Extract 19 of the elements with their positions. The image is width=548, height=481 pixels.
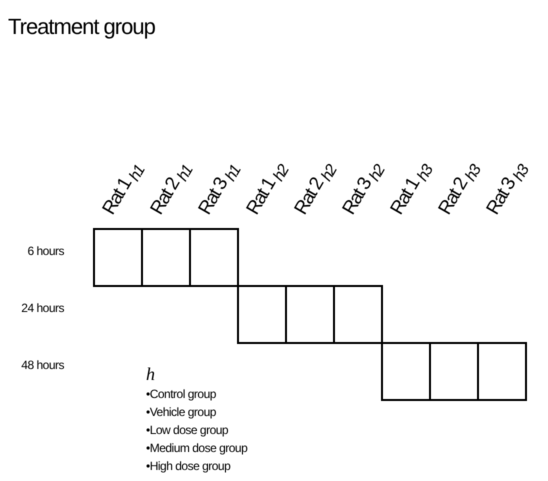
table-cell [93, 228, 143, 287]
table-cell [285, 285, 335, 344]
legend-heading: h [146, 364, 155, 385]
legend-item: •Vehicle group [146, 404, 216, 421]
legend-item: •Control group [146, 386, 216, 403]
table-cell [237, 285, 287, 344]
row-label: 6 hours [26, 244, 64, 258]
legend-item: •High dose group [146, 458, 230, 475]
table-cell [477, 342, 527, 401]
table-cell [333, 285, 383, 344]
legend-item: •Medium dose group [146, 440, 248, 457]
table-cell [429, 342, 479, 401]
row-label: 24 hours [20, 301, 64, 315]
table-cell [381, 342, 431, 401]
legend-item: •Low dose group [146, 422, 228, 439]
title: Treatment group [8, 14, 155, 40]
row-label: 48 hours [20, 358, 64, 372]
table-cell [189, 228, 239, 287]
table-cell [141, 228, 191, 287]
